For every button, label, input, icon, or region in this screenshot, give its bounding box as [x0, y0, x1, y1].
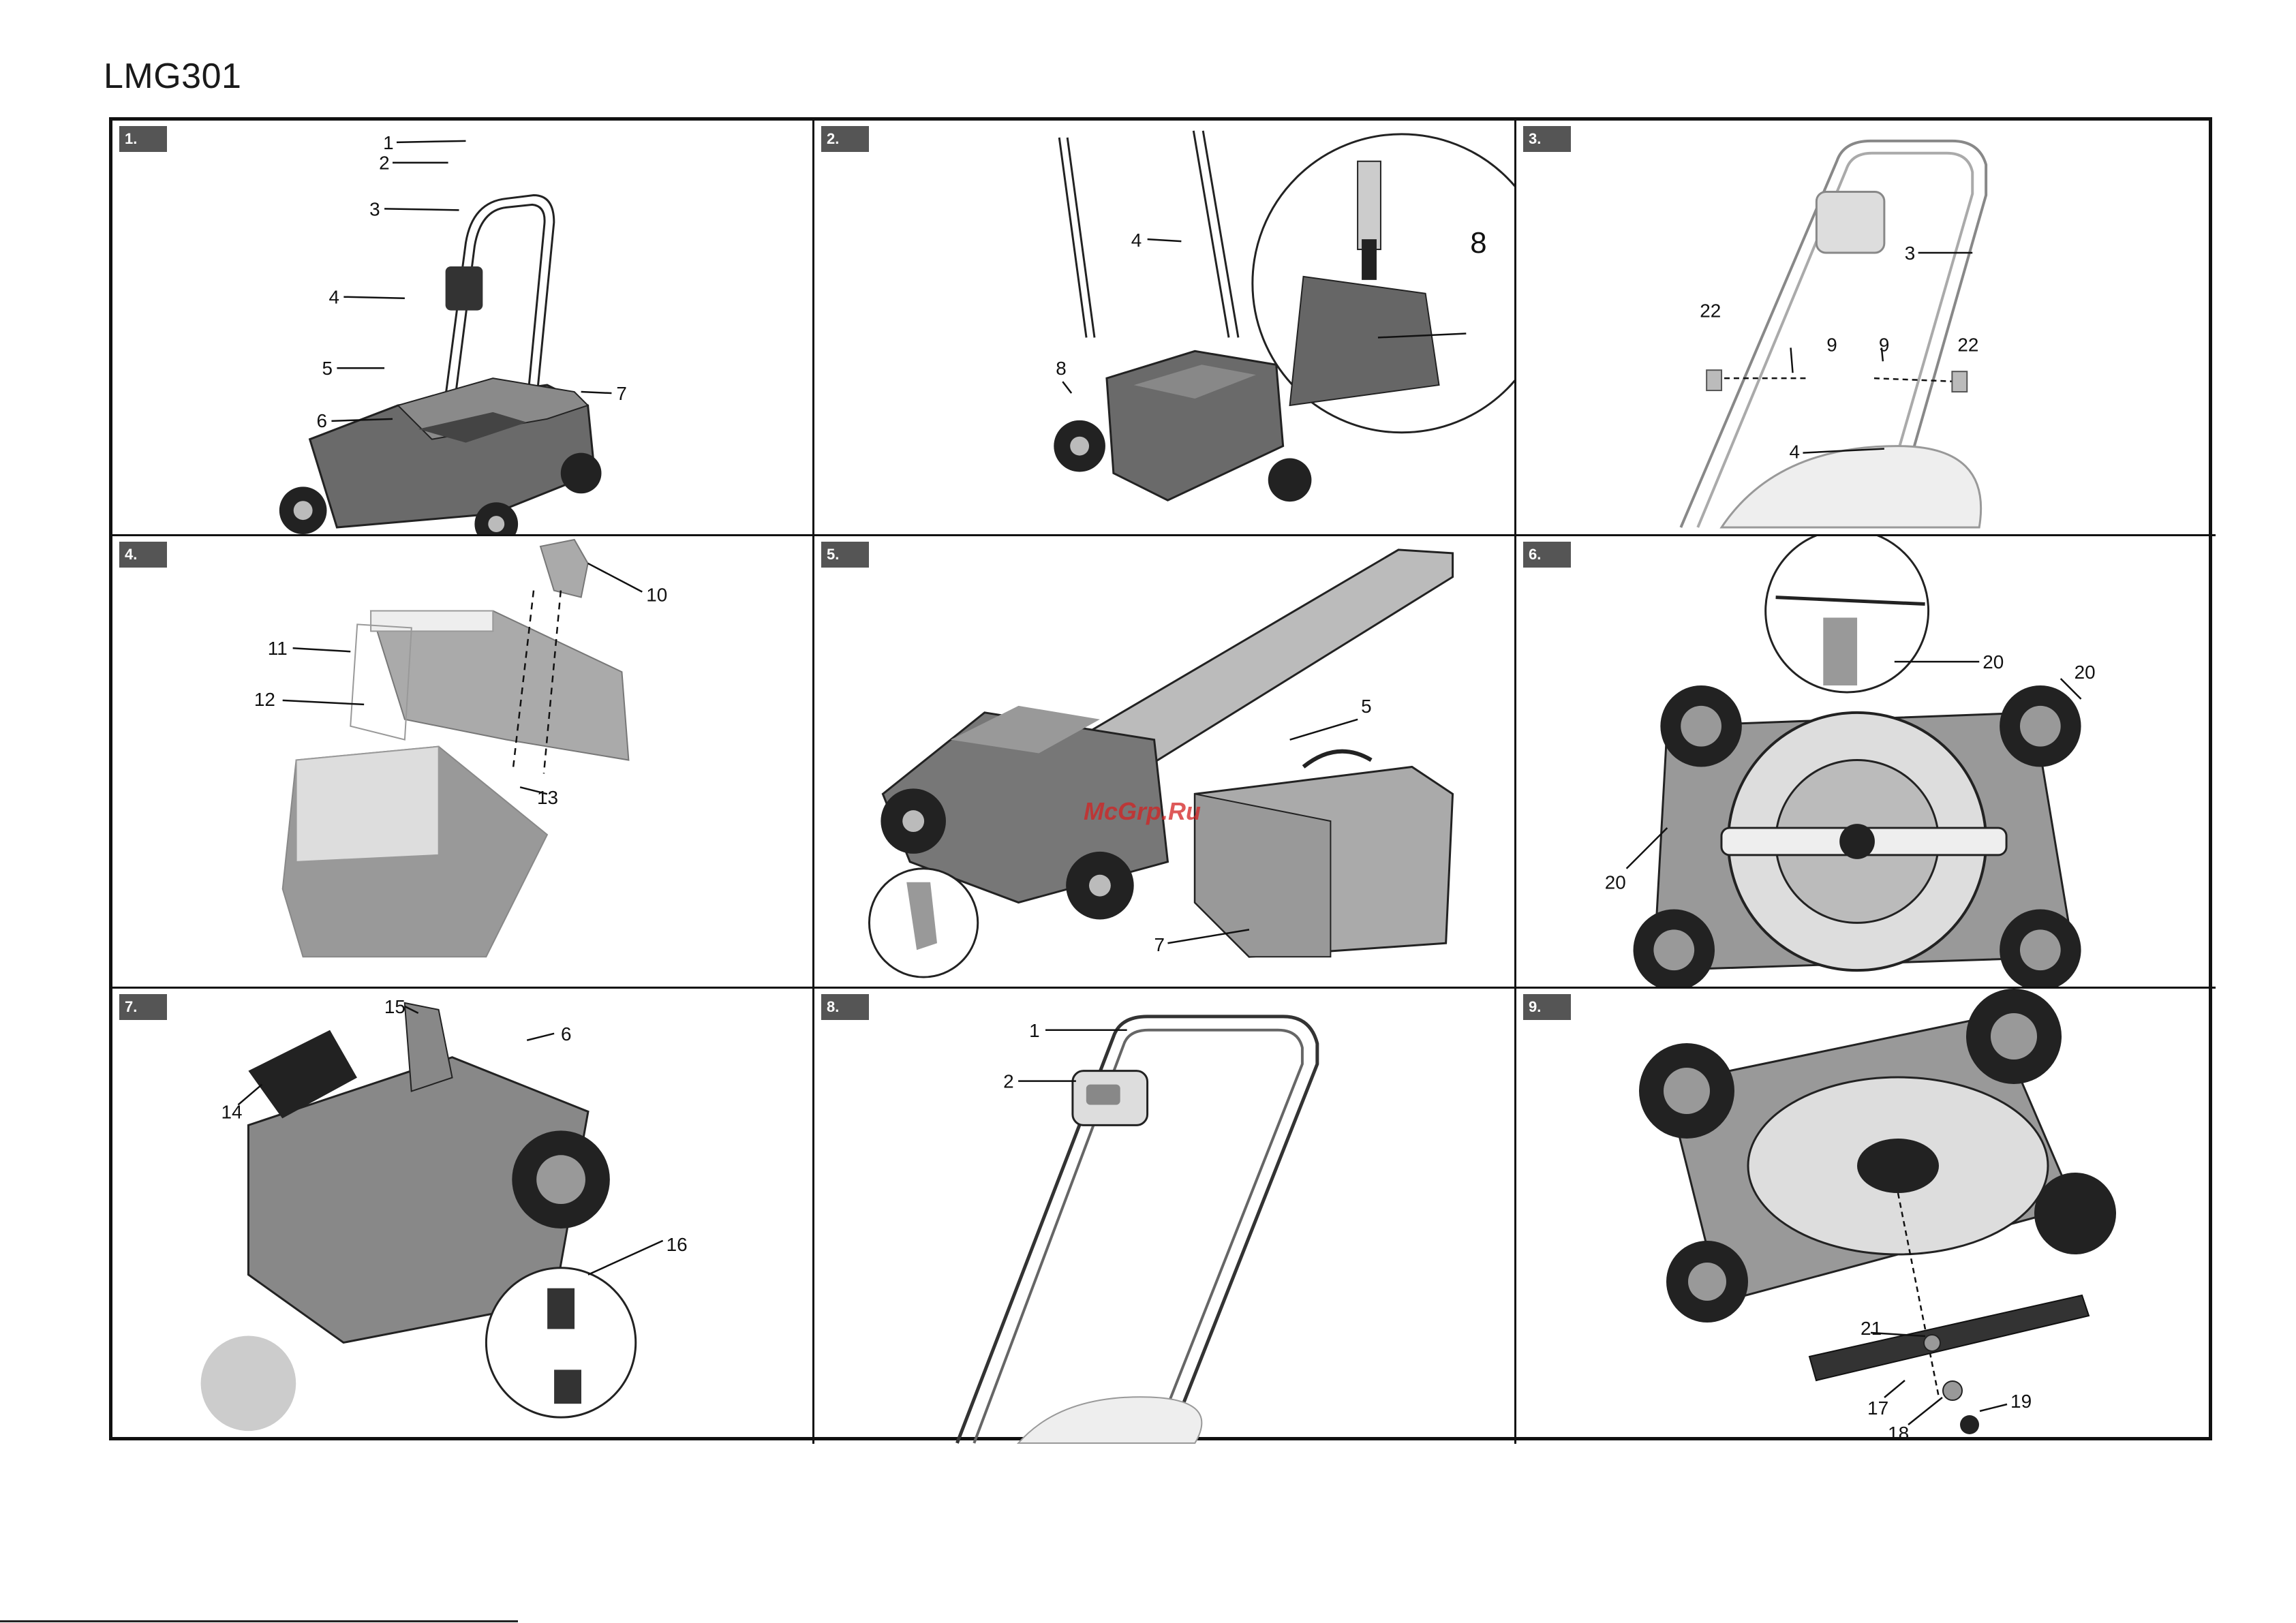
panel-6: 6. 20 20 20 — [1516, 536, 2216, 989]
callout: 16 — [667, 1234, 688, 1255]
grass-box-assembly-illustration: 10 11 12 13 — [112, 536, 812, 987]
callout: 4 — [1790, 442, 1801, 463]
grass-box-mounting-illustration: 5 7 — [814, 536, 1514, 987]
blade-replacement-illustration: 21 19 17 18 — [1516, 989, 2216, 1444]
page-title: LMG301 — [104, 56, 241, 97]
panel-2: 2. 4 8 8 — [814, 121, 1516, 536]
start-lever-illustration: 1 2 — [814, 989, 1514, 1444]
handle-fastening-illustration: 3 22 9 9 22 4 — [1516, 121, 2216, 534]
panel-7: 7. 15 6 14 16 — [112, 989, 814, 1444]
height-adjust-underside-illustration: 20 20 20 — [1516, 536, 2216, 987]
callout: 20 — [2075, 662, 2096, 683]
panel-4: 4. 10 11 12 13 — [112, 536, 814, 989]
callout: 18 — [1888, 1423, 1909, 1444]
callout: 1 — [383, 132, 394, 153]
callout: 2 — [1003, 1071, 1014, 1092]
callout: 3 — [1905, 243, 1916, 264]
callout: 5 — [322, 358, 333, 379]
panel-5: 5. 5 7 — [814, 536, 1516, 989]
callout: 22 — [1957, 334, 1978, 355]
panel-1: 1. 1 2 3 4 5 6 — [112, 121, 814, 536]
panel-8: 8. 1 2 — [814, 989, 1516, 1444]
footer-rule — [0, 1620, 518, 1622]
callout: 4 — [328, 287, 339, 308]
callout: 2 — [379, 153, 390, 174]
callout: 9 — [1826, 334, 1837, 355]
panel-3: 3. 3 22 9 9 22 4 — [1516, 121, 2216, 536]
callout: 8 — [1470, 226, 1486, 260]
callout: 10 — [646, 585, 667, 606]
figure-grid: 1. 1 2 3 4 5 6 — [109, 117, 2212, 1440]
watermark: McGrp.Ru — [1084, 797, 1201, 826]
callout: 14 — [221, 1101, 243, 1122]
mower-assembled-illustration: 1 2 3 4 5 6 7 — [112, 121, 812, 534]
callout: 6 — [317, 410, 328, 431]
callout: 22 — [1700, 300, 1721, 322]
callout: 6 — [561, 1023, 572, 1045]
callout: 15 — [384, 996, 405, 1017]
callout: 20 — [1983, 651, 2004, 673]
handle-insertion-illustration: 4 8 8 — [814, 121, 1514, 534]
callout: 4 — [1131, 230, 1142, 251]
callout: 12 — [254, 689, 275, 710]
panel-9: 9. 21 19 17 18 — [1516, 989, 2216, 1444]
callout: 20 — [1605, 872, 1626, 893]
callout: 1 — [1029, 1020, 1040, 1041]
callout: 7 — [616, 383, 627, 404]
battery-and-safety-key-illustration: 15 6 14 16 — [112, 989, 812, 1444]
callout: 9 — [1879, 334, 1890, 355]
callout: 21 — [1861, 1318, 1882, 1339]
callout: 3 — [369, 198, 380, 219]
callout: 7 — [1154, 934, 1165, 955]
callout: 19 — [2010, 1391, 2032, 1412]
callout: 5 — [1361, 696, 1372, 717]
callout: 13 — [537, 787, 558, 808]
callout: 11 — [268, 638, 288, 659]
callout: 17 — [1867, 1397, 1888, 1419]
callout: 8 — [1056, 358, 1067, 379]
